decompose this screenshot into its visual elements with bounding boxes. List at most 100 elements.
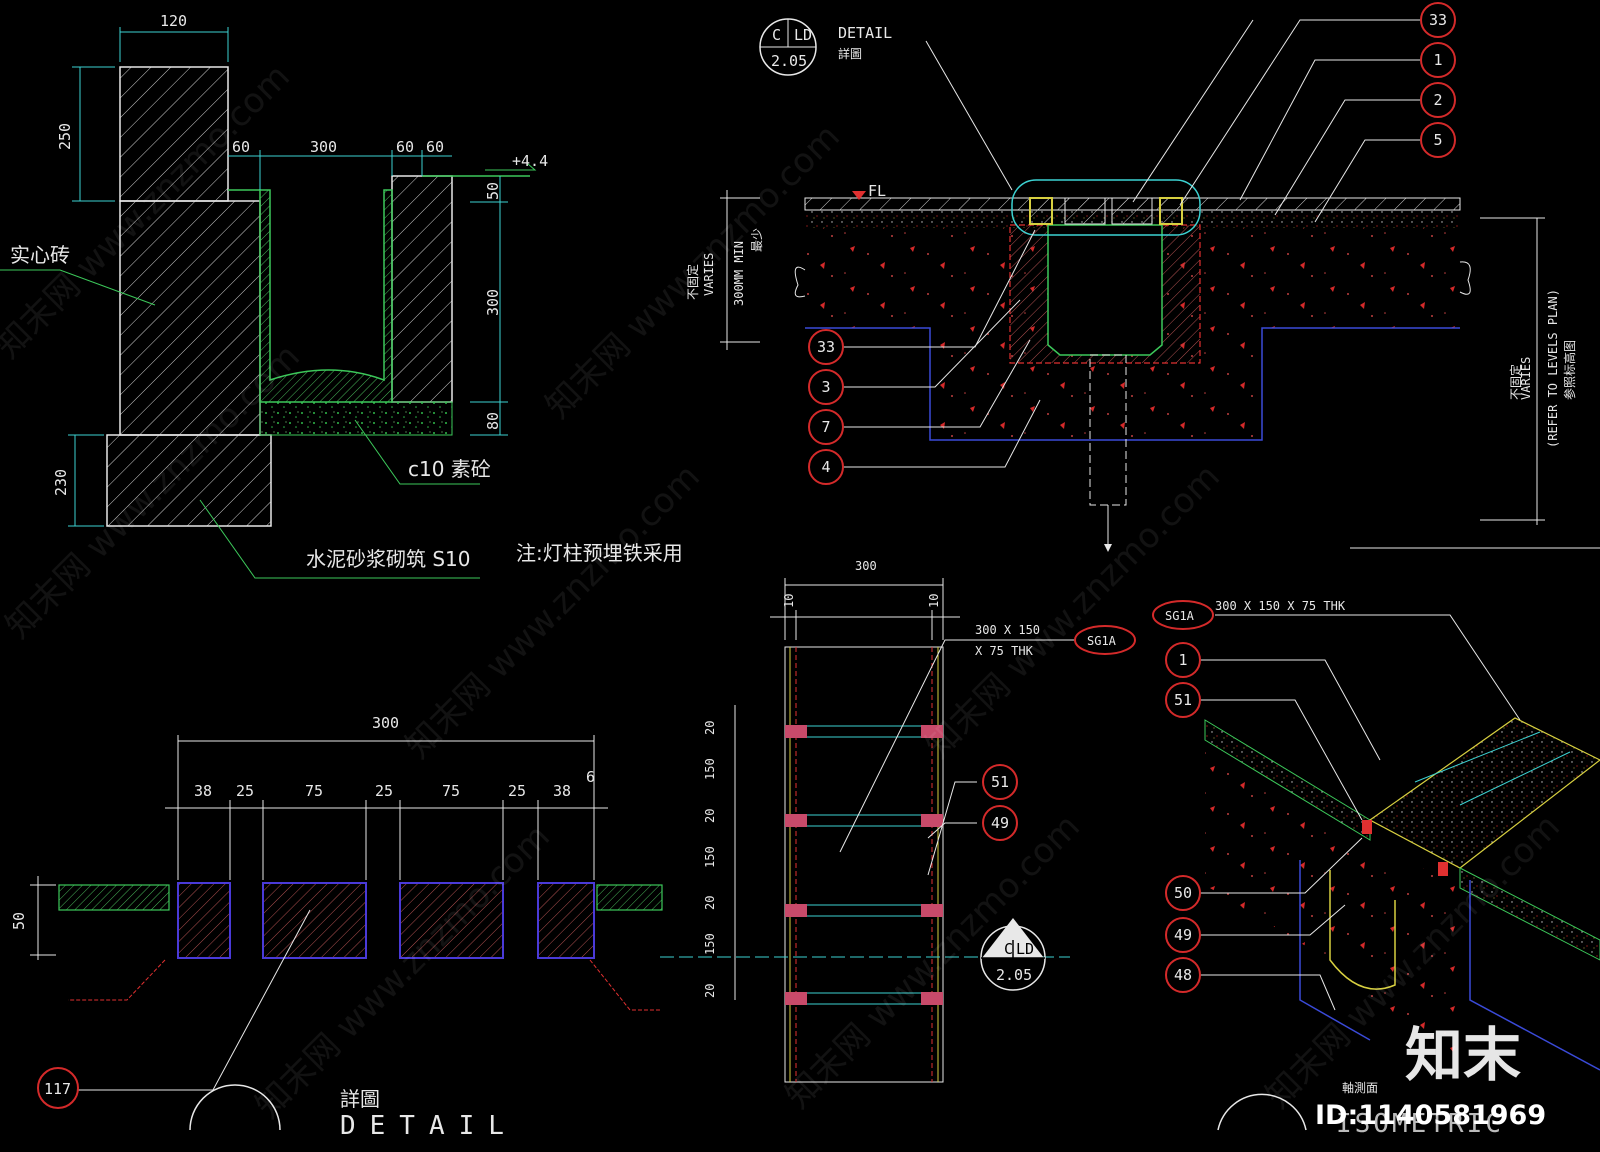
callout-bubble-33: 33: [808, 329, 844, 365]
svg-text:知末网 www.znzmo.com: 知末网 www.znzmo.com: [538, 117, 848, 427]
detail-callout-c: C: [772, 26, 781, 44]
dim-300-top: 300: [310, 138, 337, 156]
dim-80: 80: [484, 412, 502, 430]
bar-end-right: [921, 814, 943, 827]
left-min-label: 300MM MIN: [732, 241, 746, 306]
plan-callout-c: C: [1004, 940, 1013, 958]
label-cement-mortar: 水泥砂浆砌筑 S10: [306, 547, 471, 571]
svg-text:7: 7: [821, 418, 830, 436]
isometric-drawing: [1200, 614, 1600, 1131]
dim-50: 50: [484, 182, 502, 200]
svg-text:33: 33: [1429, 11, 1447, 29]
left-varies-en: VARIES: [702, 253, 716, 296]
bar-end-right: [921, 725, 943, 738]
dim-120: 120: [160, 12, 187, 30]
drain-section-detail: [720, 18, 1600, 552]
svg-text:1: 1: [1433, 51, 1442, 69]
detail-title-en: DETAIL: [838, 24, 892, 42]
bar-end-left: [785, 814, 807, 827]
left-varies-cn: 不固定: [685, 264, 700, 300]
iso-callout-bubbles: 1 51 50 49 48: [1165, 642, 1201, 993]
dim-60-right: 60: [426, 138, 444, 156]
iso-tag-sg1a: SG1A: [1152, 600, 1214, 630]
plan-dim-left-10: 10: [782, 594, 796, 608]
svg-text:49: 49: [1174, 926, 1192, 944]
svg-text:3: 3: [821, 378, 830, 396]
svg-text:SG1A: SG1A: [1087, 634, 1117, 648]
dim-60-mid: 60: [396, 138, 414, 156]
label-c10-concrete: c10 素砼: [408, 457, 491, 481]
callout-bubble-5: 5: [1420, 122, 1456, 158]
svg-text:2: 2: [1433, 91, 1442, 109]
iso-title-cn: 軸測面: [1342, 1081, 1378, 1095]
grate-seg-dim: 25: [508, 782, 526, 800]
grate-height-dim: 50: [10, 912, 28, 930]
plan-v-dim: 20: [703, 896, 717, 910]
svg-text:50: 50: [1174, 884, 1192, 902]
bar-end-right: [921, 904, 943, 917]
detail-title-cn: 詳圖: [838, 46, 862, 61]
plan-overall-dim: 300: [855, 559, 877, 573]
grate-seg-dim: 25: [236, 782, 254, 800]
resource-id: ID:1140581969: [1315, 1100, 1546, 1131]
plan-callout-ld: LD: [1016, 940, 1034, 958]
grate-title-en: DETAIL: [340, 1111, 518, 1141]
grate-seg-dim: 38: [553, 782, 571, 800]
iso-spec: 300 X 150 X 75 THK: [1215, 599, 1346, 613]
plan-v-dim: 150: [703, 846, 717, 868]
callout-bubble-51: 51: [1165, 682, 1201, 718]
note-lamp-embed: 注:灯柱预埋铁采用: [516, 541, 683, 565]
callout-bubble-49: 49: [1165, 917, 1201, 953]
grate-bar: [795, 904, 933, 917]
right-varies-cn: 不固定: [1508, 364, 1523, 400]
svg-text:117: 117: [44, 1080, 71, 1098]
callout-bubble-3: 3: [808, 369, 844, 405]
svg-text:51: 51: [991, 773, 1009, 791]
grate-seg-dim: 75: [442, 782, 460, 800]
dim-60-left: 60: [232, 138, 250, 156]
grate-bar: [795, 725, 933, 738]
callout-bubble-7: 7: [808, 409, 844, 445]
grate-title-cn: 詳圖: [340, 1087, 380, 1111]
grate-bar: [795, 814, 933, 827]
svg-text:知末网 www.znzmo.com: 知末网 www.znzmo.com: [398, 457, 708, 767]
plan-dim-right-10: 10: [927, 594, 941, 608]
floor-level-label: FL: [868, 182, 886, 200]
bar-end-left: [785, 725, 807, 738]
callout-bubble-50: 50: [1165, 875, 1201, 911]
elevation-label: +4.4: [512, 152, 548, 170]
plan-v-dim: 20: [703, 809, 717, 823]
plan-v-dim: 20: [703, 721, 717, 735]
plan-spec-line2: X 75 THK: [975, 644, 1034, 658]
callout-bubbles-top-right: 33 1 2 5: [1420, 2, 1456, 158]
svg-text:知末网 www.znzmo.com: 知末网 www.znzmo.com: [248, 817, 558, 1127]
plan-callout-bubbles: 51 49: [982, 764, 1018, 841]
callout-bubble-1: 1: [1165, 642, 1201, 678]
grate-seg-dim: 25: [375, 782, 393, 800]
dim-230: 230: [52, 469, 70, 496]
plan-callout-sheet: 2.05: [996, 966, 1032, 984]
bar-end-left: [785, 992, 807, 1005]
grate-dim-6: 6: [586, 768, 595, 786]
callout-bubble-33: 33: [1420, 2, 1456, 38]
callout-bubble-4: 4: [808, 449, 844, 485]
callout-bubble-2: 2: [1420, 82, 1456, 118]
callout-bubble-48: 48: [1165, 957, 1201, 993]
callout-bubble-49: 49: [982, 805, 1018, 841]
right-ref-label: (REFER TO LEVELS PLAN): [1546, 289, 1560, 448]
brand-logo: 知末: [1405, 1021, 1521, 1089]
callout-bubble-51: 51: [982, 764, 1018, 800]
iso-title-en: ISOMETRIC: [1336, 1109, 1504, 1139]
svg-text:知末网 www.znzmo.com: 知末网 www.znzmo.com: [778, 807, 1088, 1117]
grate-overall-dim: 300: [372, 714, 399, 732]
svg-text:51: 51: [1174, 691, 1192, 709]
grate-seg-dim: 38: [194, 782, 212, 800]
grate-section-detail: [30, 735, 663, 1131]
svg-text:33: 33: [817, 338, 835, 356]
label-solid-brick: 实心砖: [10, 243, 70, 267]
channel-section-drawing: [0, 27, 537, 579]
